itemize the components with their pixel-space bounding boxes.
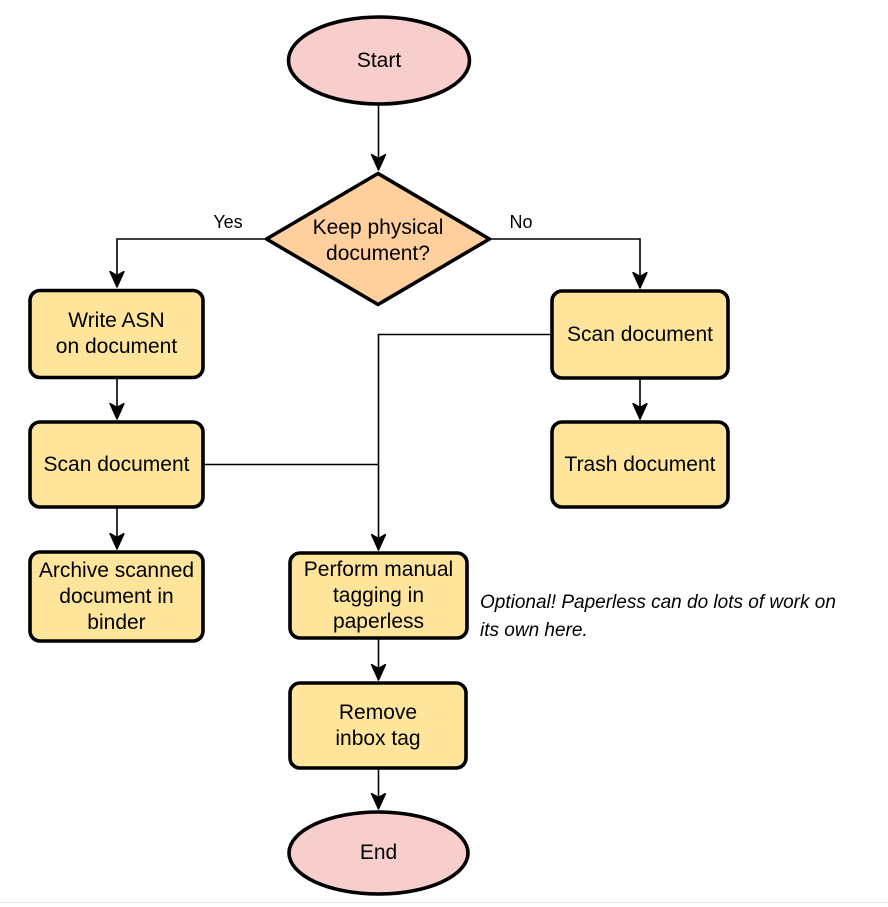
scan-left-label: Scan document — [43, 452, 190, 476]
page-bottom-divider — [0, 902, 888, 903]
scan-left-process-shape — [28, 420, 205, 509]
archive-label: Archive scanned document in binder — [38, 558, 195, 634]
end-label: End — [359, 841, 398, 864]
scan-right-process-shape — [550, 289, 730, 380]
edge-decision-no-to-scan-right — [490, 238, 640, 288]
end-terminal-shape — [287, 810, 470, 896]
decision-label: Keep physical document? — [312, 215, 444, 265]
trash-process-shape — [550, 420, 730, 509]
edge-decision-yes-to-write-asn — [117, 238, 266, 287]
scan-right-label: Scan document — [567, 322, 713, 346]
trash-label: Trash document — [564, 452, 716, 476]
branch-label-no: No — [509, 212, 533, 232]
decision-diamond-shape — [264, 171, 492, 307]
start-label: Start — [356, 48, 402, 72]
optional-note: Optional! Paperless can do lots of work … — [480, 592, 836, 641]
tagging-process-shape — [288, 551, 469, 640]
write-asn-label: Write ASN on document — [55, 308, 178, 358]
remove-inbox-label: Remove inbox tag — [335, 700, 421, 750]
branch-label-yes: Yes — [213, 212, 243, 232]
tagging-label: Perform manual tagging in paperless — [303, 557, 454, 633]
edge-scan-right-to-tagging — [379, 333, 552, 551]
archive-process-shape — [28, 550, 205, 643]
write-asn-process-shape — [28, 288, 205, 380]
remove-inbox-process-shape — [288, 681, 468, 770]
start-terminal-shape — [286, 15, 472, 106]
